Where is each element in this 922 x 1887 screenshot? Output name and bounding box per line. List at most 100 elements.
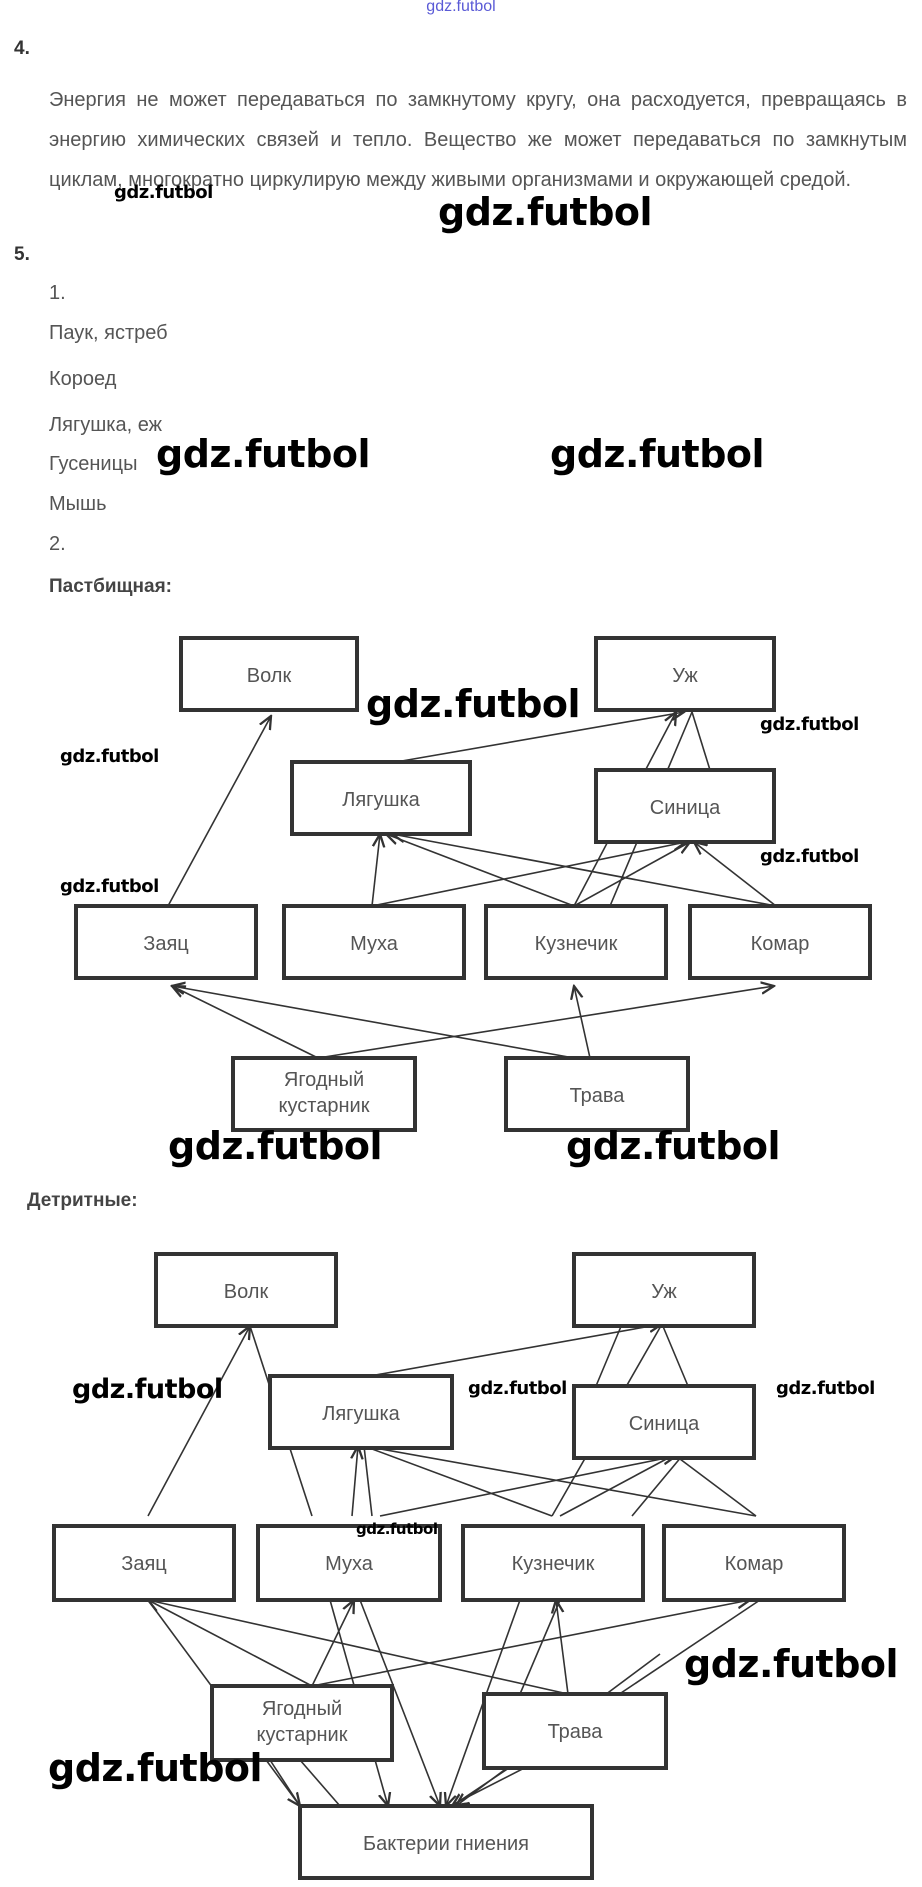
subtask-2-number: 2. [49, 533, 66, 555]
edge [595, 1323, 623, 1387]
node-label: Ягодный кустарник [256, 1698, 348, 1746]
node-grass [482, 1692, 668, 1770]
grazing-food-web-diagram: Волк Уж Лягушка Синица Заяц Муха Кузнечи… [74, 636, 872, 1132]
task-4-answer: Энергия не может передаваться по замкнут… [49, 89, 907, 191]
edge [371, 842, 686, 907]
watermark: gdz.futbol [156, 432, 371, 476]
node-label: Трава [570, 1085, 626, 1107]
node-frog [268, 1374, 454, 1450]
task-number-5: 5. [14, 244, 30, 265]
watermark: gdz.futbol [684, 1642, 899, 1686]
node-bacteria [298, 1804, 594, 1880]
node-snake [594, 636, 776, 712]
site-link[interactable]: gdz.futbol [426, 0, 496, 15]
edge [369, 1324, 662, 1377]
node-label: Волк [224, 1281, 269, 1303]
detrital-chain-title: Детритные: [27, 1190, 138, 1211]
task-number-4: 4. [14, 38, 30, 59]
edge [311, 1600, 750, 1687]
watermark: gdz.futbol [760, 714, 859, 735]
answer-line: Лягушка, еж [49, 414, 162, 436]
node-label: Уж [651, 1281, 677, 1303]
edge [392, 834, 777, 907]
watermark: gdz.futbol [776, 1378, 875, 1399]
node-label: Муха [325, 1553, 374, 1575]
node-label: Кузнечик [535, 933, 618, 955]
answer-line: Гусеницы [49, 453, 138, 475]
node-mosquito [688, 904, 872, 980]
detrital-food-web-diagram: Волк Уж Лягушка Синица Заяц Муха Кузнечи… [52, 1252, 846, 1880]
edge [311, 1600, 354, 1687]
answer-line: Короед [49, 368, 117, 390]
edge [147, 1326, 250, 1517]
node-fly [256, 1524, 442, 1602]
watermark: gdz.futbol [566, 1124, 781, 1168]
edge [148, 1600, 313, 1687]
node-hare [52, 1524, 236, 1602]
node-label: Трава [548, 1721, 604, 1743]
node-label: Ягодный кустарник [278, 1069, 370, 1117]
node-label: Волк [247, 665, 292, 687]
edge [363, 1445, 373, 1517]
node-snake [572, 1252, 756, 1328]
node-tit [572, 1384, 756, 1460]
node-grasshopper [484, 904, 668, 980]
edge [371, 834, 380, 907]
watermark: gdz.futbol [438, 190, 653, 234]
edge [363, 1445, 553, 1517]
node-shrub [210, 1684, 394, 1762]
edge [395, 712, 684, 763]
answer-line: Мышь [49, 493, 107, 515]
node-shrub [231, 1056, 417, 1132]
watermark: gdz.futbol [168, 1124, 383, 1168]
watermark: gdz.futbol [60, 746, 159, 767]
watermark: gdz.futbol [72, 1374, 223, 1405]
node-wolf [179, 636, 359, 712]
edge [675, 1455, 757, 1517]
node-label: Заяц [143, 933, 189, 955]
node-label: Заяц [121, 1553, 167, 1575]
edge [363, 1445, 757, 1517]
node-label: Комар [751, 933, 810, 955]
node-label: Муха [350, 933, 399, 955]
edge [694, 842, 777, 907]
node-grass [504, 1056, 690, 1132]
node-label: Бактерии гниения [363, 1833, 529, 1855]
subtask-1-number: 1. [49, 282, 66, 304]
edge [147, 1599, 569, 1695]
edge [519, 1599, 561, 1695]
watermark: gdz.futbol [468, 1378, 567, 1399]
node-label: Кузнечик [512, 1553, 595, 1575]
edge [167, 716, 271, 907]
edge [269, 1759, 301, 1807]
watermark: gdz.futbol [48, 1746, 263, 1790]
node-mosquito [662, 1524, 846, 1602]
node-grasshopper [461, 1524, 645, 1602]
answer-line: Паук, ястреб [49, 322, 168, 344]
edge [631, 1455, 683, 1517]
edge [172, 986, 319, 1059]
node-frog [290, 760, 472, 836]
edge [172, 986, 575, 1059]
watermark: gdz.futbol [366, 682, 581, 726]
edge [386, 834, 575, 907]
node-label: Лягушка [322, 1403, 400, 1425]
watermark: gdz.futbol [356, 1520, 438, 1538]
edge [661, 1323, 689, 1387]
node-label: Синица [629, 1413, 700, 1435]
edge [573, 842, 690, 907]
edge [559, 1455, 673, 1517]
node-fly [282, 904, 466, 980]
node-label: Комар [725, 1553, 784, 1575]
watermark: gdz.futbol [550, 432, 765, 476]
edge [352, 1446, 358, 1517]
grazing-chain-title: Пастбищная: [49, 576, 172, 597]
edge [691, 711, 711, 771]
edge [299, 1759, 341, 1807]
node-hare [74, 904, 258, 980]
node-label: Синица [650, 797, 721, 819]
watermark: gdz.futbol [760, 846, 859, 867]
node-label: Уж [672, 665, 698, 687]
node-label: Лягушка [342, 789, 420, 811]
watermark: gdz.futbol [114, 182, 213, 203]
